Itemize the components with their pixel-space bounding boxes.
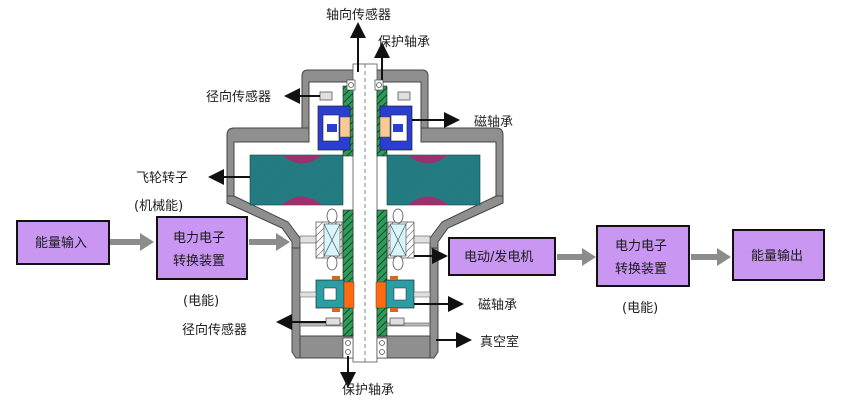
flow-arrow bbox=[691, 248, 731, 266]
housing-shoulder-left bbox=[226, 127, 310, 197]
flow-arrow bbox=[249, 233, 290, 251]
label-protect-bearing-top: 保护轴承 bbox=[378, 35, 430, 50]
callout-arrows bbox=[208, 22, 472, 388]
power-converter-right-box bbox=[596, 225, 690, 287]
power-converter-left-line1: 电力电子 bbox=[173, 231, 225, 246]
shaft-sleeve bbox=[342, 209, 354, 337]
label-radial-sensor-bottom: 径向传感器 bbox=[182, 322, 247, 338]
energy-output-box bbox=[732, 229, 825, 281]
energy-output-label: 能量输出 bbox=[751, 248, 803, 264]
label-axial-sensor: 轴向传感器 bbox=[326, 7, 391, 23]
flow-arrow bbox=[557, 248, 596, 266]
power-converter-left-box bbox=[156, 216, 248, 280]
power-converter-left-line2: 转换装置 bbox=[173, 254, 225, 269]
motor-generator-box bbox=[448, 237, 556, 276]
housing-shoulder-right bbox=[420, 127, 504, 197]
label-flywheel-rotor: 飞轮转子 bbox=[136, 171, 188, 186]
energy-input-label: 能量输入 bbox=[35, 235, 87, 251]
motor-generator-label: 电动/发电机 bbox=[464, 249, 533, 265]
right-electric-energy-label: (电能) bbox=[622, 301, 658, 316]
magnetic-bearing-bottom bbox=[299, 276, 431, 312]
rotor-shaft bbox=[342, 63, 388, 363]
energy-input-box bbox=[16, 220, 110, 265]
label-mechanical-energy: (机械能) bbox=[134, 199, 183, 214]
label-magnetic-bearing-bottom: 磁轴承 bbox=[478, 298, 517, 313]
label-magnetic-bearing-top: 磁轴承 bbox=[474, 115, 513, 130]
energy-flow: 能量输入 电力电子 转换装置 (电能) 电动/发电机 电力电子 转换装置 (电能… bbox=[16, 216, 825, 316]
label-protect-bearing-bottom: 保护轴承 bbox=[342, 383, 394, 398]
flywheel-rotor bbox=[249, 154, 481, 206]
vacuum-housing bbox=[226, 69, 504, 359]
housing-cone-right bbox=[429, 195, 504, 249]
power-converter-right-line1: 电力电子 bbox=[615, 239, 667, 254]
flow-arrow bbox=[110, 233, 154, 251]
housing-wall-left bbox=[291, 247, 301, 359]
label-vacuum-chamber: 真空室 bbox=[480, 334, 519, 350]
motor-generator-unit bbox=[299, 208, 431, 271]
left-electric-energy-label: (电能) bbox=[183, 294, 219, 309]
magnetic-bearing-top bbox=[317, 105, 413, 151]
shaft-sleeve bbox=[376, 209, 388, 337]
label-radial-sensor-top: 径向传感器 bbox=[206, 89, 271, 105]
power-converter-right-line2: 转换装置 bbox=[615, 262, 667, 277]
